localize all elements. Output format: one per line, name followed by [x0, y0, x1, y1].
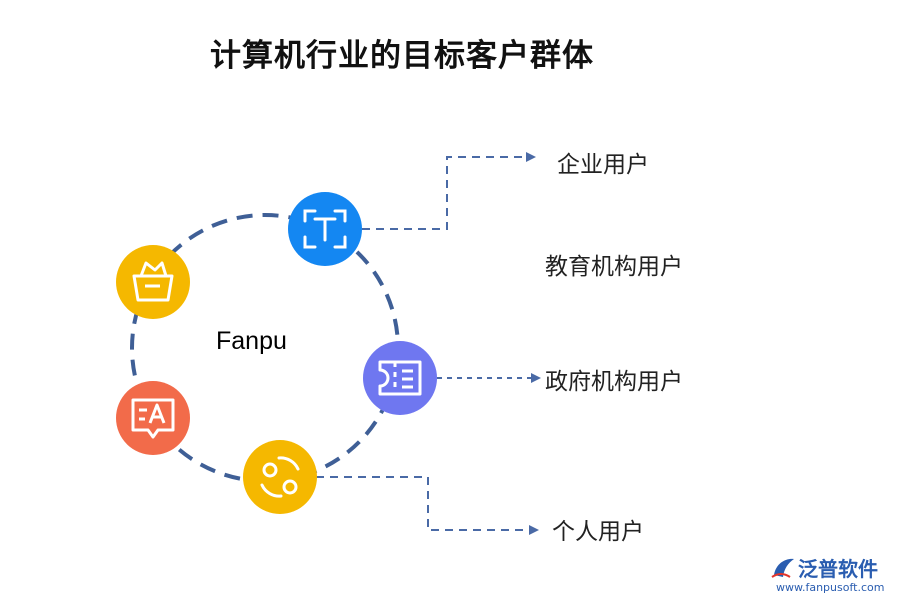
arrowhead-enterprise	[526, 152, 536, 162]
node-text	[288, 192, 362, 266]
arrowhead-personal	[529, 525, 539, 535]
cycle-icon	[260, 456, 300, 498]
page-title: 计算机行业的目标客户群体	[210, 38, 594, 74]
node-ticket	[363, 341, 437, 415]
brand-mark-icon	[771, 558, 794, 578]
translate-icon	[131, 398, 175, 439]
node-translate	[116, 381, 190, 455]
text-t-icon	[303, 209, 347, 249]
connector-enterprise	[362, 156, 530, 230]
target-label-education: 教育机构用户	[545, 254, 683, 280]
connector-personal	[316, 476, 532, 531]
brand-url: www.fanpusoft.com	[776, 581, 885, 594]
brand-logo: 泛普软件 www.fanpusoft.com	[770, 553, 895, 598]
center-label: Fanpu	[216, 327, 287, 355]
arrowhead-government	[531, 373, 541, 383]
target-label-enterprise: 企业用户	[557, 152, 649, 178]
brand-name: 泛普软件	[798, 557, 878, 581]
target-label-government: 政府机构用户	[545, 369, 683, 395]
ticket-list-icon	[378, 360, 422, 396]
node-basket	[116, 245, 190, 319]
target-label-personal: 个人用户	[552, 519, 644, 545]
basket-icon	[132, 261, 174, 302]
node-cycle	[243, 440, 317, 514]
